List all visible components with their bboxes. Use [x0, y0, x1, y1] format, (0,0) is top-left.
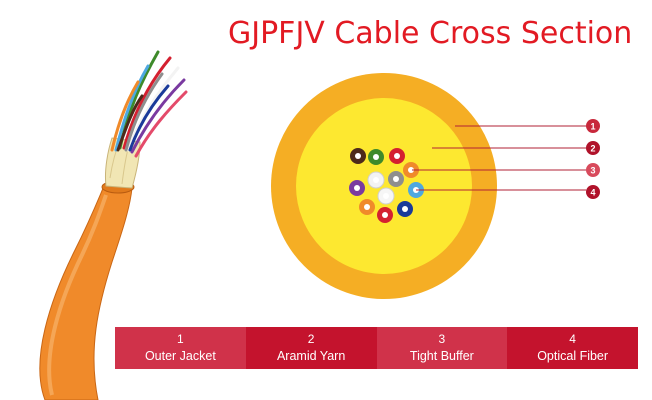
tight-buffered-fibers — [349, 148, 424, 223]
legend-item-aramid-yarn: 2 Aramid Yarn — [245, 327, 377, 369]
legend-label: Aramid Yarn — [276, 349, 346, 363]
callout-marker-2: 2 — [586, 141, 600, 155]
callout-lines — [412, 125, 586, 191]
legend-number: 1 — [177, 332, 184, 346]
legend-label: Tight Buffer — [409, 349, 474, 363]
fiber-strands — [110, 50, 188, 158]
legend-item-outer-jacket: 1 Outer Jacket — [115, 327, 246, 369]
callout-marker-1: 1 — [586, 119, 600, 133]
fiber-12 — [397, 201, 413, 217]
fiber-3 — [389, 148, 405, 164]
fiber-4 — [403, 162, 419, 178]
fiber-10 — [359, 199, 375, 215]
fiber-6 — [388, 171, 404, 187]
callout-number: 3 — [590, 166, 595, 176]
fiber-13 — [349, 162, 363, 176]
fiber-2 — [368, 149, 384, 165]
callout-number: 4 — [590, 188, 595, 198]
cable-highlight — [47, 194, 108, 396]
legend-bar: 1 Outer Jacket 2 Aramid Yarn 3 Tight Buf… — [115, 327, 638, 369]
diagram-title: GJPFJV Cable Cross Section — [228, 16, 633, 51]
legend-item-optical-fiber: 4 Optical Fiber — [507, 327, 638, 369]
callout-number: 1 — [590, 122, 595, 132]
legend-number: 3 — [438, 332, 446, 346]
callout-number: 2 — [590, 144, 595, 154]
fiber-1 — [350, 148, 366, 164]
legend-number: 4 — [569, 332, 576, 346]
legend-item-tight-buffer: 3 Tight Buffer — [376, 327, 508, 369]
fiber-11 — [377, 207, 393, 223]
fiber-8 — [377, 187, 395, 205]
aramid-yarn-layer — [296, 98, 472, 274]
callout-marker-3: 3 — [586, 163, 600, 177]
cross-section — [271, 73, 497, 299]
fiber-7 — [349, 180, 365, 196]
callout-marker-4: 4 — [586, 185, 600, 199]
legend-number: 2 — [307, 332, 315, 346]
legend-label: Outer Jacket — [144, 349, 216, 363]
fiber-5 — [367, 171, 385, 189]
legend-label: Optical Fiber — [537, 349, 609, 363]
